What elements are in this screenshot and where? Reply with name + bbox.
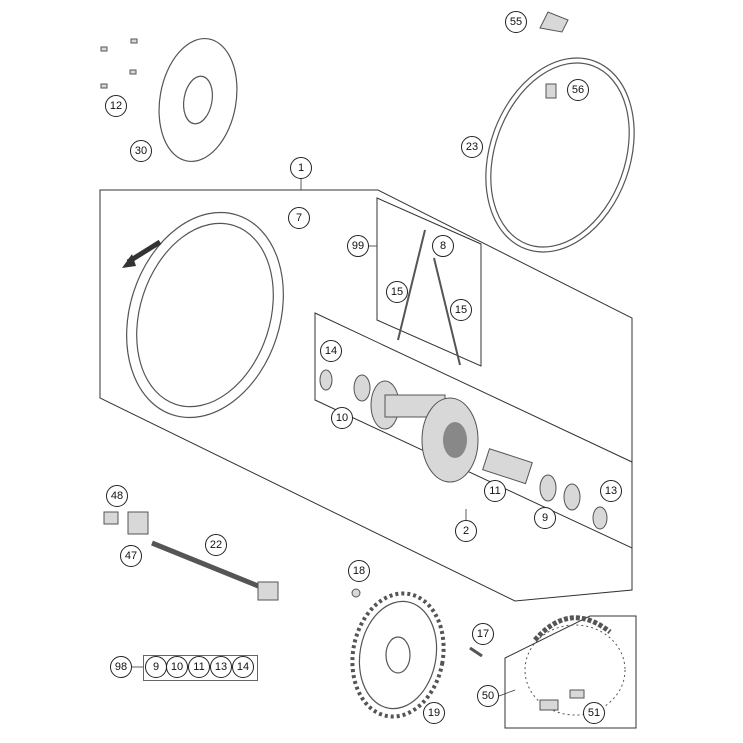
callout-15[interactable]: 15: [450, 299, 472, 321]
callout-30[interactable]: 30: [130, 140, 152, 162]
hub: [370, 380, 479, 483]
callout-19[interactable]: 19: [423, 702, 445, 724]
callout-48[interactable]: 48: [106, 485, 128, 507]
callout-50[interactable]: 50: [477, 685, 499, 707]
kit-item-11[interactable]: 11: [188, 656, 210, 678]
spacer: [319, 369, 333, 391]
spacer: [592, 506, 608, 530]
callout-23[interactable]: 23: [461, 136, 483, 158]
callout-8[interactable]: 8: [432, 235, 454, 257]
sprocket-bolt: [469, 646, 483, 658]
disc-bolts: [100, 38, 138, 89]
callout-99[interactable]: 99: [347, 235, 369, 257]
sprocket-nut: [351, 588, 361, 598]
chain-frame: [504, 615, 637, 729]
bearing: [353, 374, 371, 402]
callout-1[interactable]: 1: [290, 157, 312, 179]
chain-adjuster: [127, 511, 149, 535]
kit-item-9[interactable]: 9: [145, 656, 167, 678]
kit-item-14[interactable]: 14: [232, 656, 254, 678]
chain: [533, 615, 612, 642]
bearing: [539, 474, 557, 502]
callout-15[interactable]: 15: [386, 281, 408, 303]
wheel-assembly-frame: [99, 189, 633, 602]
callout-55[interactable]: 55: [505, 11, 527, 33]
rim-lock-nut: [545, 83, 557, 99]
leader-lines: [132, 178, 516, 697]
axle: [151, 540, 269, 593]
callout-10[interactable]: 10: [331, 407, 353, 429]
kit-98-box: [143, 655, 258, 681]
chain-link: [539, 699, 559, 711]
callout-18[interactable]: 18: [348, 560, 370, 582]
callout-56[interactable]: 56: [567, 79, 589, 101]
seal: [563, 483, 581, 511]
rim: [126, 211, 284, 419]
spacer-tube: [482, 448, 533, 485]
brake-disc: [158, 37, 238, 163]
chain-link: [569, 689, 585, 699]
tire-band: [485, 57, 635, 253]
callout-14[interactable]: 14: [320, 340, 342, 362]
nut: [103, 511, 119, 525]
callout-2[interactable]: 2: [455, 520, 477, 542]
callout-98[interactable]: 98: [110, 656, 132, 678]
callout-7[interactable]: 7: [288, 207, 310, 229]
spoke-kit-frame: [376, 197, 482, 367]
sprocket: [350, 591, 446, 719]
callout-12[interactable]: 12: [105, 95, 127, 117]
kit-item-13[interactable]: 13: [210, 656, 232, 678]
hub-frame: [314, 312, 633, 549]
callout-22[interactable]: 22: [205, 534, 227, 556]
callout-9[interactable]: 9: [534, 507, 556, 529]
callout-47[interactable]: 47: [120, 545, 142, 567]
spoke: [397, 229, 426, 341]
rim-lock: [539, 11, 569, 33]
callout-17[interactable]: 17: [472, 623, 494, 645]
kit-item-10[interactable]: 10: [166, 656, 188, 678]
callout-11[interactable]: 11: [484, 480, 506, 502]
spoke: [433, 257, 461, 366]
axle-nut: [257, 581, 279, 601]
callout-51[interactable]: 51: [583, 702, 605, 724]
callout-13[interactable]: 13: [600, 480, 622, 502]
